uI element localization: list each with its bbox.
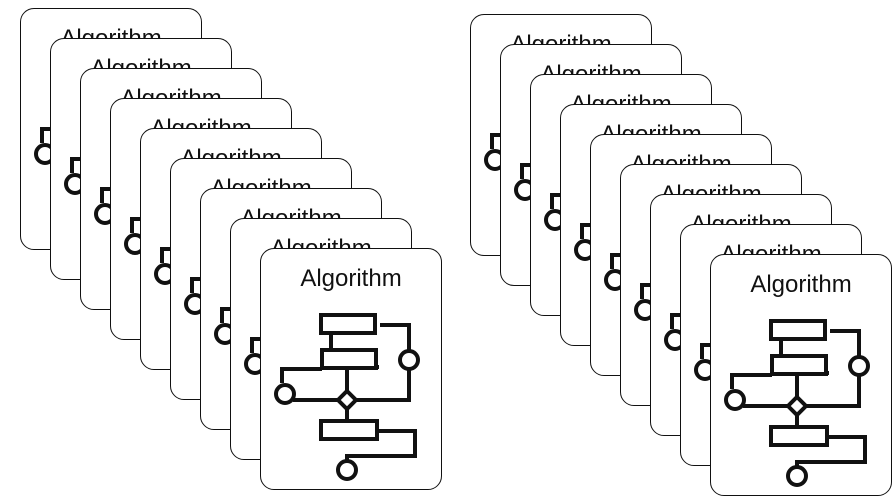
algorithm-flowchart-icon <box>274 313 420 481</box>
algorithm-card: Algorithm <box>710 254 892 496</box>
card-title: Algorithm <box>300 265 402 292</box>
card-title: Algorithm <box>750 271 852 298</box>
algorithm-flowchart-icon <box>724 319 870 487</box>
algorithm-card: Algorithm <box>260 248 442 490</box>
